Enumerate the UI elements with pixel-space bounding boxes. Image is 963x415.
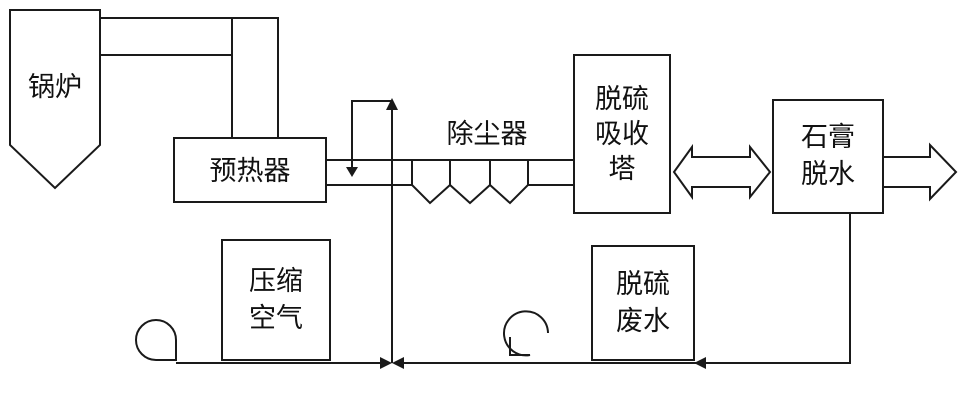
injection-arrow-down bbox=[346, 167, 358, 177]
compressed-air-box bbox=[221, 239, 331, 361]
boiler-flue-duct bbox=[100, 17, 279, 138]
arrow-into-wastewater bbox=[694, 357, 706, 369]
fgd-wastewater-box bbox=[591, 245, 695, 361]
absorber-label-line2: 吸收 bbox=[595, 119, 649, 150]
compressed-air: 压缩 空气 bbox=[221, 239, 331, 361]
pump-right-shape bbox=[503, 310, 549, 357]
dust-collector-hoppers bbox=[411, 160, 529, 205]
flue-duct-outer bbox=[100, 17, 279, 138]
dust-collector: 除尘器 bbox=[411, 119, 529, 205]
gypsum-outlet-arrow bbox=[882, 142, 958, 202]
pump-right bbox=[503, 310, 549, 357]
compressed-air-label-line1: 压缩 bbox=[249, 266, 303, 297]
fgd-wastewater-label-line1: 脱硫 bbox=[616, 269, 670, 300]
pump-left-shape bbox=[135, 319, 177, 361]
absorber-label-line3: 塔 bbox=[609, 154, 636, 185]
fgd-wastewater: 脱硫 废水 bbox=[591, 245, 695, 361]
dust-collector-label: 除尘器 bbox=[447, 119, 528, 150]
compressed-air-label-line2: 空气 bbox=[249, 303, 303, 334]
absorber-box bbox=[573, 54, 671, 214]
preheater-box bbox=[173, 137, 327, 203]
preheater: 预热器 bbox=[173, 137, 327, 203]
flue-duct-inner bbox=[100, 54, 233, 138]
gypsum-label-line2: 脱水 bbox=[801, 159, 855, 190]
fgd-wastewater-label-line2: 废水 bbox=[616, 306, 670, 337]
injection-line bbox=[346, 98, 398, 363]
pipe-gypsum-to-supply bbox=[398, 213, 851, 364]
boiler-label: 锅炉 bbox=[28, 72, 82, 103]
pump-left bbox=[135, 319, 177, 361]
supply-arrow-up bbox=[386, 98, 398, 110]
boiler-shape bbox=[9, 9, 101, 190]
arrow-into-supply-left bbox=[380, 357, 392, 369]
double-arrow-absorber-gypsum bbox=[672, 143, 772, 201]
injection-pipe bbox=[351, 100, 392, 173]
boiler: 锅炉 bbox=[9, 9, 101, 190]
arrow-into-supply-right bbox=[392, 357, 404, 369]
preheater-label: 预热器 bbox=[210, 156, 291, 187]
absorber-tower: 脱硫 吸收 塔 bbox=[573, 54, 671, 214]
gypsum-label-line1: 石膏 bbox=[801, 122, 855, 153]
gypsum-dewatering: 石膏 脱水 bbox=[772, 99, 884, 214]
bottom-piping bbox=[176, 213, 851, 369]
absorber-label-line1: 脱硫 bbox=[595, 84, 649, 115]
gypsum-box bbox=[772, 99, 884, 214]
